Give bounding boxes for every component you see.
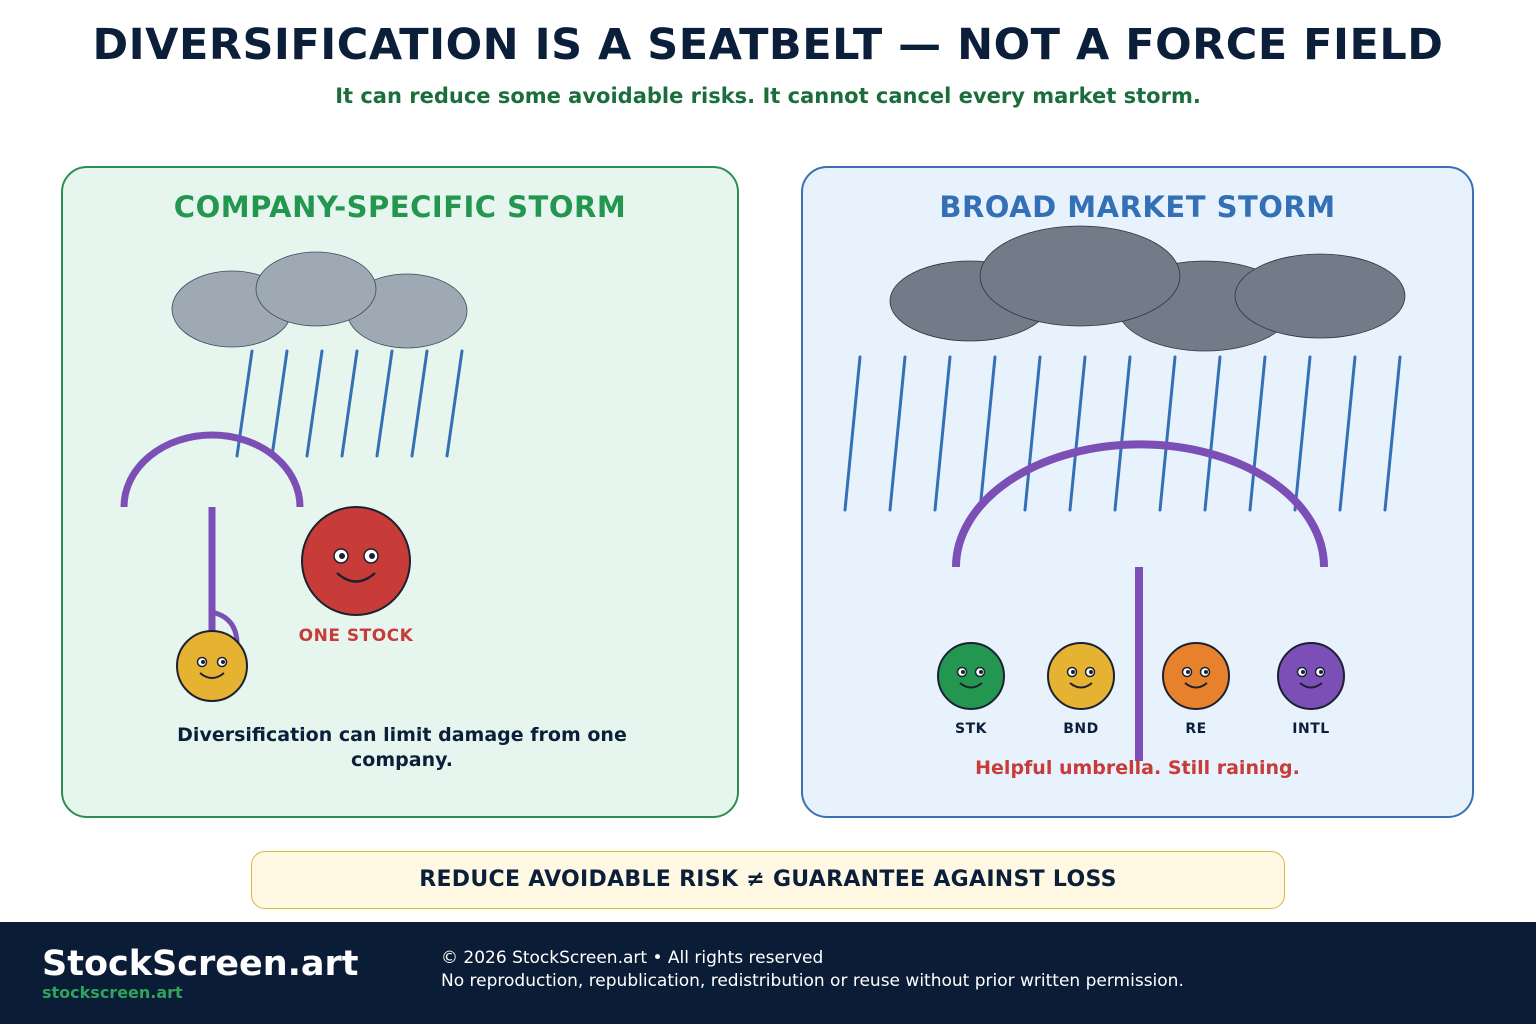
brand-logo: StockScreen.art: [42, 944, 359, 984]
storm-cloud-icon: [171, 251, 468, 349]
footer: StockScreen.art stockscreen.art © 2026 S…: [0, 922, 1536, 1024]
company-storm-illustration: [120, 251, 468, 702]
brand-url[interactable]: stockscreen.art: [42, 983, 183, 1002]
umbrella-icon: [120, 431, 304, 645]
left-panel-caption: Diversification can limit damage from on…: [177, 724, 627, 771]
one-stock-label: ONE STOCK: [298, 626, 414, 646]
reproduction-notice: No reproduction, republication, redistri…: [441, 971, 1184, 991]
key-takeaway-banner: REDUCE AVOIDABLE RISK ≠ GUARANTEE AGAINS…: [251, 851, 1285, 909]
rain-icon: [235, 349, 464, 458]
market-storm-illustration: [843, 225, 1406, 761]
small-face-icon: [176, 630, 248, 702]
left-panel-title: COMPANY-SPECIFIC STORM: [173, 190, 627, 224]
page-subtitle: It can reduce some avoidable risks. It c…: [335, 84, 1201, 108]
intl-face-icon: [1277, 642, 1345, 710]
stk-face-icon: [937, 642, 1005, 710]
re-face-icon: [1162, 642, 1230, 710]
wide-umbrella-icon: [952, 440, 1328, 761]
heavy-rain-icon: [843, 355, 1402, 512]
right-panel-title: BROAD MARKET STORM: [939, 190, 1336, 224]
one-stock-face-icon: [301, 506, 411, 616]
asset-label-re: RE: [1185, 721, 1207, 737]
page-title: DIVERSIFICATION IS A SEATBELT — NOT A FO…: [92, 20, 1444, 70]
bnd-face-icon: [1047, 642, 1115, 710]
asset-label-stk: STK: [955, 721, 987, 737]
copyright-text: © 2026 StockScreen.art • All rights rese…: [441, 948, 824, 968]
company-specific-storm-panel: COMPANY-SPECIFIC STORM: [61, 166, 739, 818]
asset-label-bnd: BND: [1063, 721, 1099, 737]
right-panel-caption: Helpful umbrella. Still raining.: [975, 757, 1300, 779]
broad-market-storm-panel: BROAD MARKET STORM: [801, 166, 1474, 818]
asset-face-icons: [937, 642, 1345, 710]
large-storm-cloud-icon: [889, 225, 1406, 352]
asset-label-intl: INTL: [1292, 721, 1330, 737]
